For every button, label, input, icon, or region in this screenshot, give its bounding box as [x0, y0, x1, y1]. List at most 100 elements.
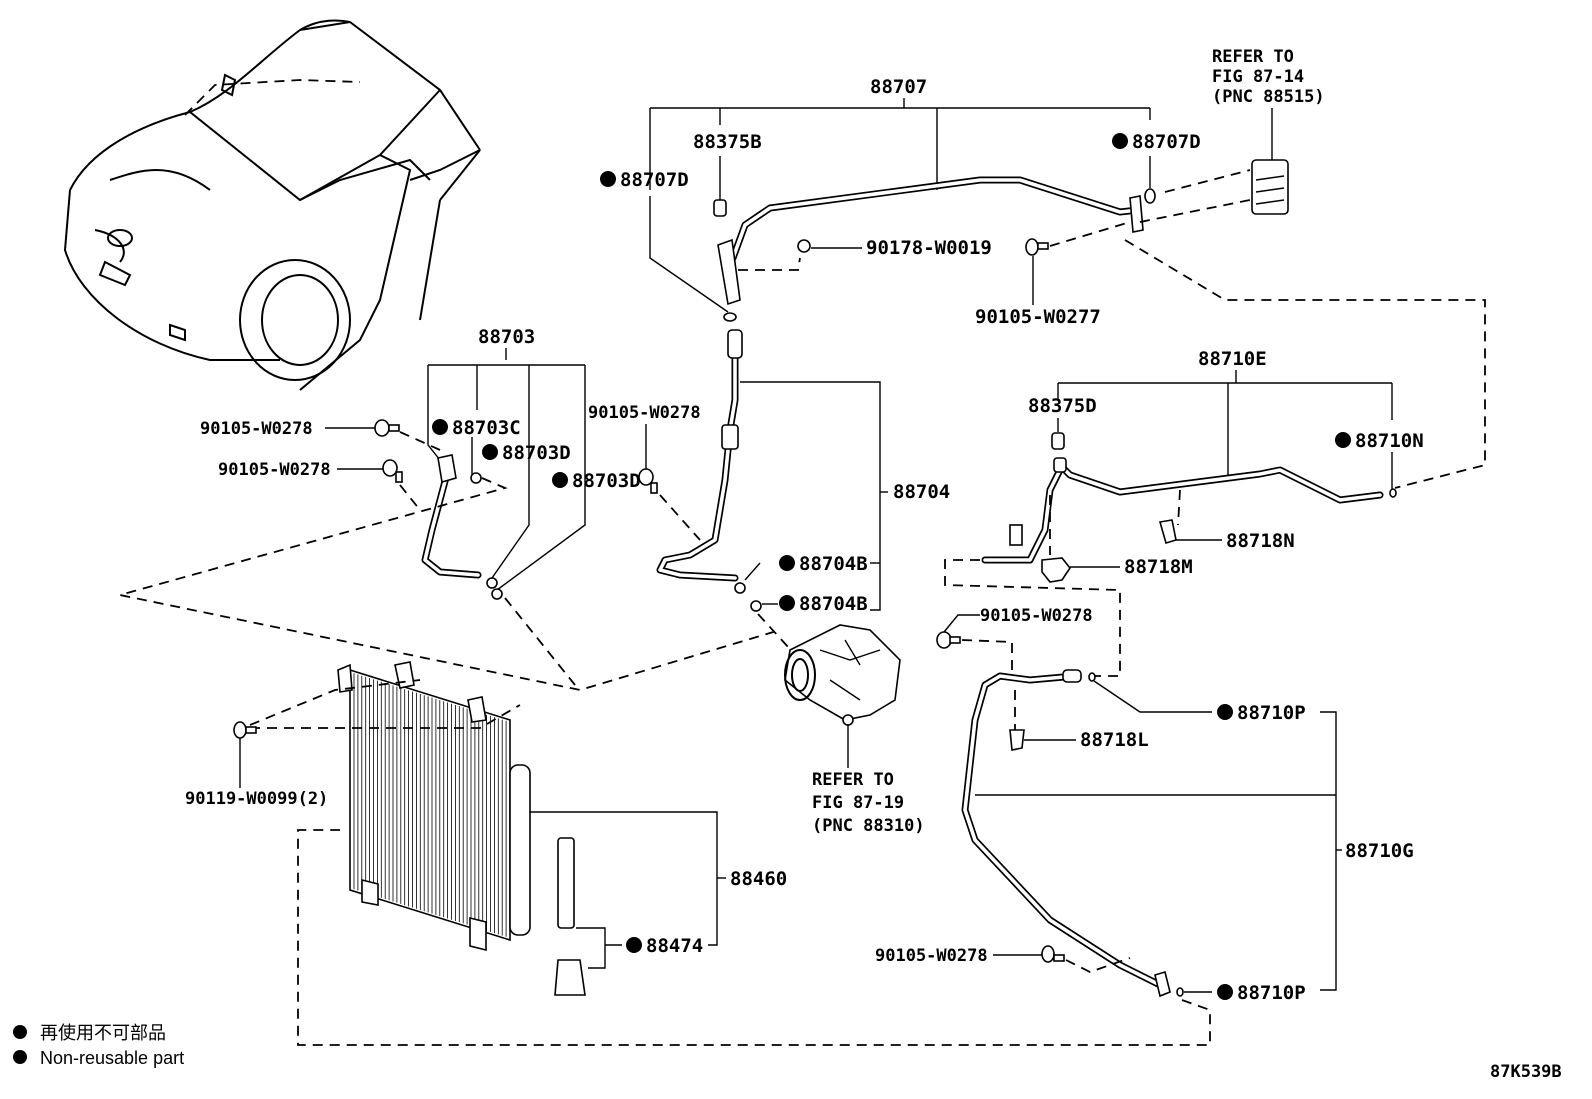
part-label-90105-W0278-a[interactable]: 90105-W0278	[200, 419, 313, 439]
refer-to-line3[interactable]: (PNC 88515)	[1212, 87, 1325, 107]
o-ring-icon	[734, 582, 746, 594]
figure-id: 87K539B	[1490, 1062, 1562, 1082]
refer-compressor-line1[interactable]: REFER TO	[812, 770, 894, 790]
refer-to-line2[interactable]: FIG 87-14	[1212, 67, 1304, 87]
legend-line-japanese: 再使用不可部品	[40, 1023, 166, 1043]
non-reusable-marker-icon	[1217, 704, 1233, 720]
part-label-88704B-1[interactable]: 88704B	[799, 553, 868, 575]
part-label-88707[interactable]: 88707	[870, 76, 927, 98]
part-label-88707D-left[interactable]: 88707D	[620, 169, 689, 191]
compressor: REFER TO FIG 87-19 (PNC 88310)	[784, 624, 925, 836]
part-label-88710E[interactable]: 88710E	[1198, 348, 1267, 370]
part-label-90105-W0277[interactable]: 90105-W0277	[975, 306, 1101, 328]
part-label-88707D-right[interactable]: 88707D	[1132, 131, 1201, 153]
non-reusable-marker-icon	[1335, 432, 1351, 448]
non-reusable-marker-icon	[779, 555, 795, 571]
part-label-90178-W0019[interactable]: 90178-W0019	[866, 237, 992, 259]
cap-88375B-icon	[713, 199, 727, 217]
o-ring-icon	[486, 577, 498, 589]
mount-bracket-icon	[337, 663, 353, 693]
o-ring-icon	[1088, 672, 1096, 682]
bolt-icon	[1025, 238, 1039, 256]
part-label-88710G[interactable]: 88710G	[1345, 840, 1414, 862]
o-ring-icon	[491, 588, 503, 600]
o-ring-icon	[723, 312, 737, 322]
part-label-88718M[interactable]: 88718M	[1124, 556, 1193, 578]
condenser-assembly: 90119-W0099(2) 88460 88474	[185, 661, 787, 996]
part-label-88710N[interactable]: 88710N	[1355, 430, 1424, 452]
o-ring-icon	[750, 600, 762, 612]
legend-marker-icon	[13, 1050, 27, 1064]
hose-fitting-icon	[727, 329, 743, 359]
cap-88375D-icon	[1051, 432, 1065, 450]
part-label-88704[interactable]: 88704	[893, 481, 950, 503]
bolt-icon	[797, 239, 811, 253]
pipe-fitting-icon	[1062, 669, 1082, 683]
part-label-90105-W0278-e[interactable]: 90105-W0278	[875, 946, 988, 966]
part-label-88703D-2[interactable]: 88703D	[572, 470, 641, 492]
expansion-valve-icon	[1251, 159, 1289, 215]
part-label-88474[interactable]: 88474	[646, 935, 703, 957]
pipe-bracket-icon	[1129, 195, 1144, 233]
sensor-fitting-icon	[1009, 524, 1023, 546]
part-label-88718N[interactable]: 88718N	[1226, 530, 1295, 552]
non-reusable-marker-icon	[432, 419, 448, 435]
part-label-88375D[interactable]: 88375D	[1028, 395, 1097, 417]
desiccant-icon	[557, 837, 575, 929]
receiver-tank-icon	[509, 764, 531, 936]
non-reusable-marker-icon	[482, 444, 498, 460]
part-label-88710P-2[interactable]: 88710P	[1237, 982, 1306, 1004]
bolt-icon	[374, 419, 390, 437]
clamp-88718L-icon	[1009, 729, 1025, 751]
pipe-fitting-icon	[717, 238, 741, 306]
o-ring-icon	[1176, 987, 1184, 997]
non-reusable-marker-icon	[626, 937, 642, 953]
plug-icon	[554, 959, 586, 996]
non-reusable-marker-icon	[1217, 984, 1233, 1000]
hose-crimp-icon	[721, 424, 739, 450]
o-ring-icon	[1144, 188, 1156, 204]
vehicle-outline	[63, 19, 481, 391]
compressor-icon	[784, 624, 901, 721]
refer-to-line1[interactable]: REFER TO	[1212, 47, 1294, 67]
part-label-90105-W0278-c[interactable]: 90105-W0278	[588, 403, 701, 423]
bolt-icon	[233, 721, 247, 739]
part-label-88703C[interactable]: 88703C	[452, 417, 521, 439]
part-label-88460[interactable]: 88460	[730, 868, 787, 890]
group-88710E: 88710E 88375D 88710N 88718N 88718M	[944, 348, 1424, 677]
part-label-90119-W0099[interactable]: 90119-W0099(2)	[185, 789, 328, 809]
pipe-fitting-icon	[1154, 970, 1171, 998]
legend-line-english: Non-reusable part	[40, 1048, 184, 1068]
part-label-88703D-1[interactable]: 88703D	[502, 442, 571, 464]
group-88703: 88703 88703C 88703D 88703D 90105-W0278 9…	[119, 326, 781, 691]
part-label-88375B[interactable]: 88375B	[693, 131, 762, 153]
mount-bracket-icon	[469, 916, 487, 952]
condenser-fins	[353, 673, 507, 937]
bolt-icon	[638, 468, 654, 486]
part-label-88703[interactable]: 88703	[478, 326, 535, 348]
mount-bracket-icon	[467, 696, 487, 723]
non-reusable-marker-icon	[1112, 133, 1128, 149]
bolt-thread-icon	[245, 726, 257, 734]
legend-marker-icon	[13, 1025, 27, 1039]
non-reusable-marker-icon	[600, 171, 616, 187]
refer-compressor-line2[interactable]: FIG 87-19	[812, 793, 904, 813]
refer-compressor-line3[interactable]: (PNC 88310)	[812, 816, 925, 836]
clamp-88718N-icon	[1158, 519, 1177, 544]
part-label-90105-W0278-b[interactable]: 90105-W0278	[218, 460, 331, 480]
bolt-icon	[1041, 945, 1055, 963]
bolt-thread-icon	[1053, 954, 1065, 962]
part-label-88704B-2[interactable]: 88704B	[799, 593, 868, 615]
o-ring-icon	[1389, 488, 1397, 498]
mount-bracket-icon	[361, 878, 379, 906]
bolt-thread-icon	[1037, 242, 1049, 250]
part-label-88718L[interactable]: 88718L	[1080, 729, 1149, 751]
bolt-thread-icon	[650, 482, 658, 494]
part-label-90105-W0278-d[interactable]: 90105-W0278	[980, 606, 1093, 626]
group-88704: 90105-W0278 88704 88704B 88704B	[588, 329, 950, 661]
part-label-88710P-1[interactable]: 88710P	[1237, 702, 1306, 724]
condenser-icon	[349, 668, 511, 942]
bolt-thread-icon	[949, 636, 961, 644]
legend: 再使用不可部品 Non-reusable part	[13, 1023, 184, 1068]
